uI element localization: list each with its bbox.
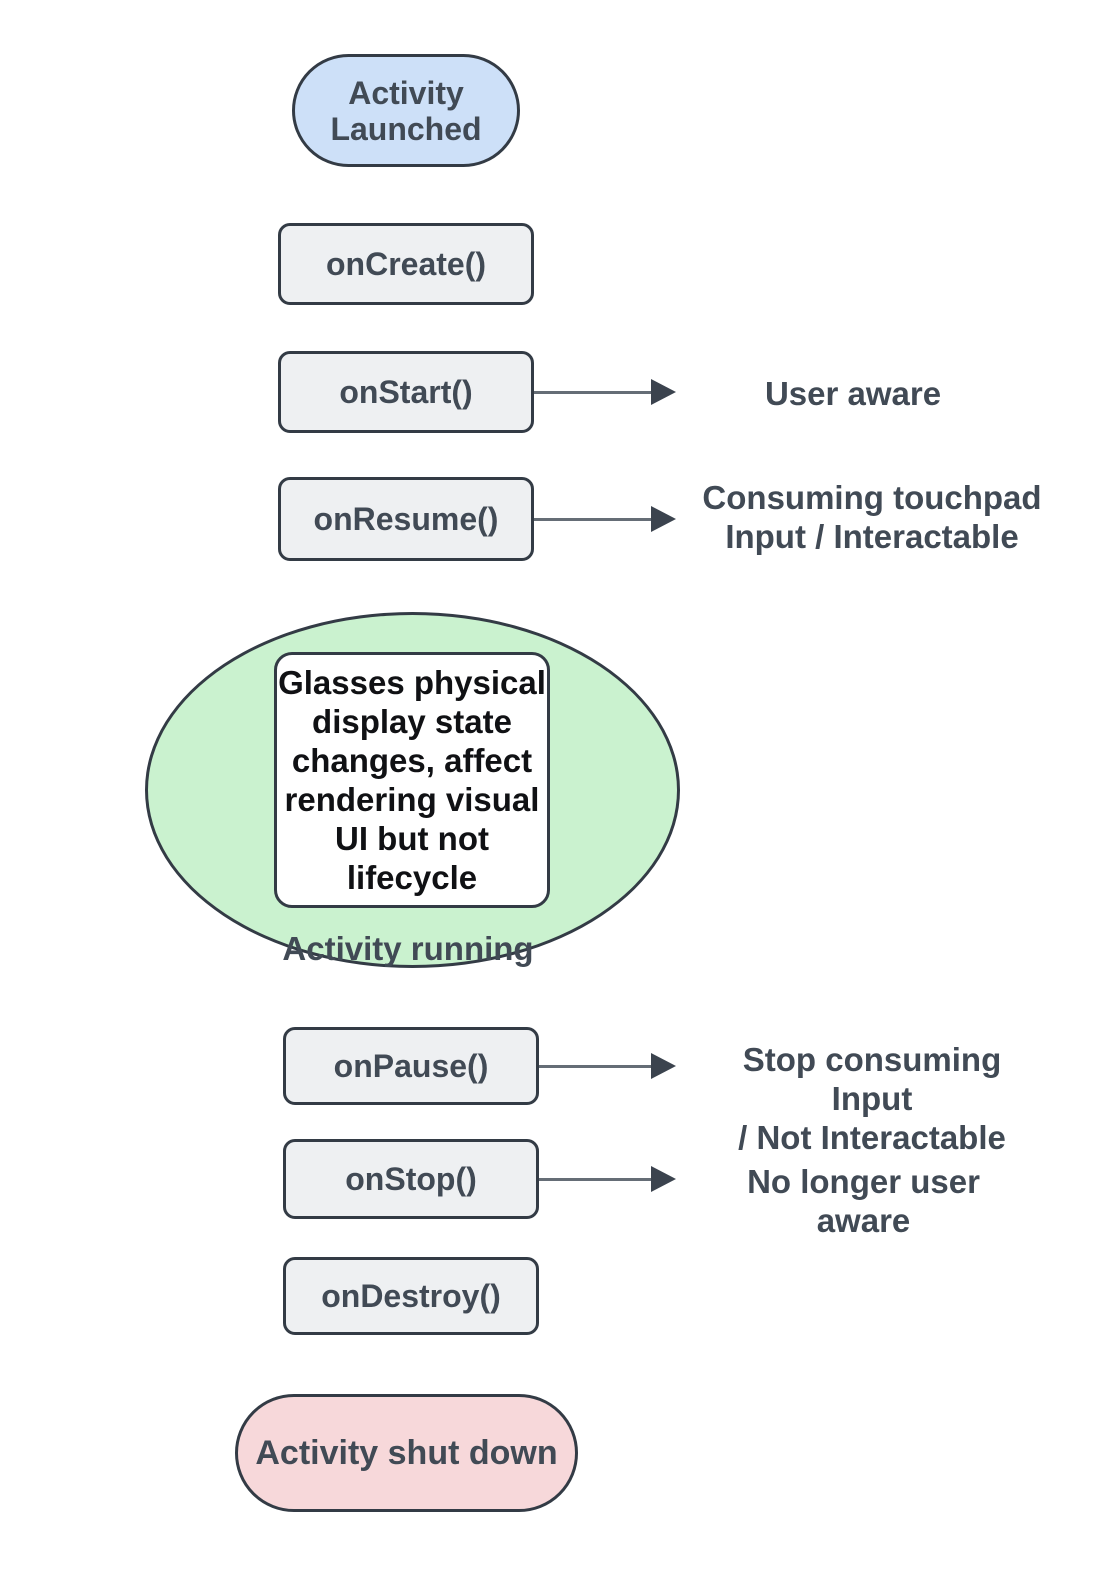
arrow-onpause-to-stop-consuming [539, 1053, 676, 1079]
arrow-head-icon [651, 1053, 676, 1079]
arrow-line [539, 1064, 651, 1068]
node-activity-launched: Activity Launched [292, 54, 520, 167]
arrow-onresume-to-consuming [534, 506, 676, 532]
annotation-consuming-touchpad: Consuming touchpad Input / Interactable [702, 479, 1042, 555]
node-oncreate: onCreate() [278, 223, 534, 305]
arrow-head-icon [651, 379, 676, 405]
annotation-no-longer-user-aware: No longer user aware [747, 1163, 980, 1239]
arrow-head-icon [651, 1166, 676, 1192]
node-onpause: onPause() [283, 1027, 539, 1105]
annotation-stop-consuming: Stop consuming Input / Not Interactable [738, 1041, 1006, 1156]
arrow-line [534, 517, 651, 521]
running-state-note: Glasses physical display state changes, … [274, 652, 550, 908]
node-onstop: onStop() [283, 1139, 539, 1219]
node-onstart: onStart() [278, 351, 534, 433]
node-ondestroy: onDestroy() [283, 1257, 539, 1335]
node-activity-shut-down: Activity shut down [235, 1394, 578, 1512]
activity-running-label: Activity running [282, 930, 534, 967]
arrow-line [534, 390, 651, 394]
node-onresume: onResume() [278, 477, 534, 561]
annotation-user-aware: User aware [764, 375, 942, 412]
arrow-line [539, 1177, 651, 1181]
arrow-head-icon [651, 506, 676, 532]
arrow-onstart-to-user-aware [534, 379, 676, 405]
arrow-onstop-to-no-longer-aware [539, 1166, 676, 1192]
